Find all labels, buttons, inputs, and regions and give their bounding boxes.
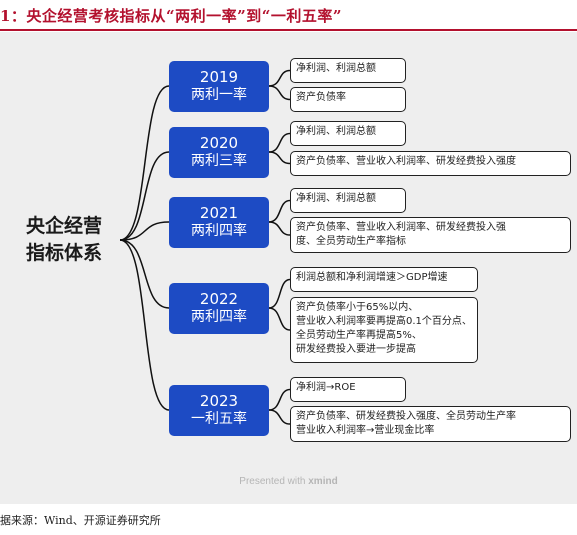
title-bar: 1：央企经营考核指标从“两利一率”到“一利五率” xyxy=(0,0,577,31)
connector-2021-to-leaf-2 xyxy=(268,221,291,236)
root-node: 央企经营 指标体系 xyxy=(14,213,114,267)
year-node-year: 2020 xyxy=(199,134,239,152)
leaf-text-line: 净利润、利润总额 xyxy=(296,63,376,74)
leaf-text-line: 利润总额和净利润增速＞GDP增速 xyxy=(296,272,448,283)
watermark-brand: xmind xyxy=(308,476,338,487)
connector-2021-to-leaf-1 xyxy=(268,199,291,223)
leaf-text-line: 研发经费投入要进一步提高 xyxy=(296,344,416,355)
leaf-text-line: 净利润、利润总额 xyxy=(296,193,376,204)
leaf-text-line: 净利润→ROE xyxy=(296,382,356,393)
connector-2022-to-leaf-2 xyxy=(268,307,291,331)
leaf-2020-2: 资产负债率、营业收入利润率、研发经费投入强度 xyxy=(290,151,571,176)
leaf-text-line: 营业收入利润率要再提高0.1个百分点、 xyxy=(296,316,472,327)
leaf-text-line: 度、全员劳动生产率指标 xyxy=(296,236,406,247)
leaf-text-line: 资产负债率小于65%以内、 xyxy=(296,302,419,313)
connector-2020-to-leaf-1 xyxy=(268,132,291,153)
year-node-metric-name: 两利四率 xyxy=(191,309,247,325)
source-note: 据来源：Wind、开源证券研究所 xyxy=(0,514,161,527)
leaf-text-line: 资产负债率、营业收入利润率、研发经费投入强 xyxy=(296,222,506,233)
year-node-year: 2022 xyxy=(199,290,239,308)
year-node-year: 2023 xyxy=(199,392,239,410)
year-node-metric-name: 两利三率 xyxy=(191,153,247,169)
leaf-2022-1: 利润总额和净利润增速＞GDP增速 xyxy=(290,267,478,292)
connector-root-to-2021 xyxy=(119,221,170,241)
leaf-text-line: 资产负债率、营业收入利润率、研发经费投入强度 xyxy=(296,156,516,167)
leaf-text-line: 全员劳动生产率再提高5%、 xyxy=(296,330,422,341)
leaf-2021-1: 净利润、利润总额 xyxy=(290,188,406,213)
leaf-2022-2: 资产负债率小于65%以内、营业收入利润率要再提高0.1个百分点、全员劳动生产率再… xyxy=(290,297,478,363)
watermark-prefix: Presented with xyxy=(239,476,306,487)
connector-2023-to-leaf-2 xyxy=(268,409,291,425)
connector-2020-to-leaf-2 xyxy=(268,151,291,165)
year-node-metric-name: 两利四率 xyxy=(191,223,247,239)
connector-2019-to-leaf-1 xyxy=(268,69,291,87)
root-node-line-2: 指标体系 xyxy=(25,242,102,264)
leaf-2023-1: 净利润→ROE xyxy=(290,377,406,402)
title-rule xyxy=(0,29,577,31)
leaf-2023-2: 资产负债率、研发经费投入强度、全员劳动生产率营业收入利润率→营业现金比率 xyxy=(290,406,571,442)
connector-root-to-2022 xyxy=(119,239,170,309)
connector-2022-to-leaf-1 xyxy=(268,278,291,309)
year-node-metric-name: 一利五率 xyxy=(191,411,247,427)
connector-root-to-2023 xyxy=(119,239,170,411)
xmind-watermark: Presented with xmind xyxy=(0,476,577,487)
connector-root-to-2020 xyxy=(119,151,170,241)
mindmap-connectors xyxy=(119,69,291,425)
leaf-2019-1: 净利润、利润总额 xyxy=(290,58,406,83)
leaf-text-line: 营业收入利润率→营业现金比率 xyxy=(296,425,435,436)
leaf-2019-2: 资产负债率 xyxy=(290,87,406,112)
year-node-year: 2021 xyxy=(199,204,239,222)
page-title: 1：央企经营考核指标从“两利一率”到“一利五率” xyxy=(0,7,342,25)
leaf-2021-2: 资产负债率、营业收入利润率、研发经费投入强度、全员劳动生产率指标 xyxy=(290,217,571,253)
leaf-text-line: 资产负债率、研发经费投入强度、全员劳动生产率 xyxy=(296,411,516,422)
root-node-line-1: 央企经营 xyxy=(25,215,102,237)
year-node-year: 2019 xyxy=(199,68,239,86)
leaf-2020-1: 净利润、利润总额 xyxy=(290,121,406,146)
leaf-text-line: 资产负债率 xyxy=(296,92,346,103)
connector-root-to-2019 xyxy=(119,85,170,241)
leaf-text-line: 净利润、利润总额 xyxy=(296,126,376,137)
connector-2023-to-leaf-1 xyxy=(268,388,291,411)
year-node-metric-name: 两利一率 xyxy=(191,87,247,103)
connector-2019-to-leaf-2 xyxy=(268,85,291,101)
